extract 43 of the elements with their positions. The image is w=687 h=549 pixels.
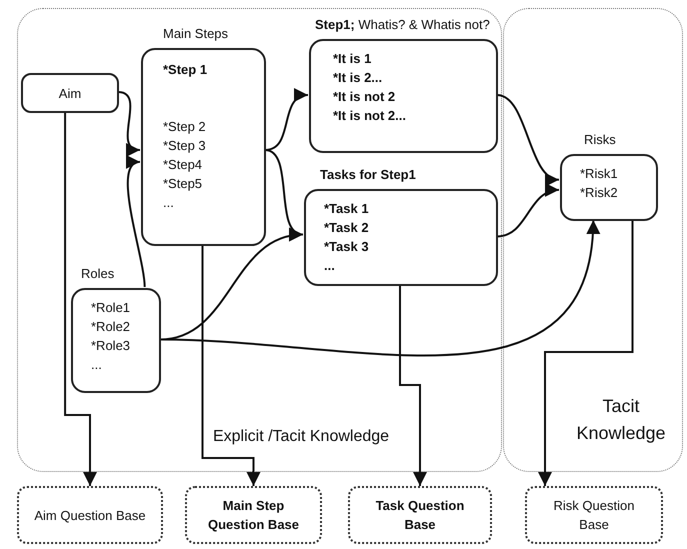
list-item: *Step 2 bbox=[163, 118, 207, 136]
list-item: *Task 3 bbox=[324, 238, 370, 256]
box-heading: Risks bbox=[584, 132, 616, 147]
list-item: ... bbox=[163, 194, 175, 212]
arrow bbox=[202, 245, 260, 486]
list-item: *Risk2 bbox=[580, 184, 619, 202]
list-item: *Step5 bbox=[163, 175, 204, 193]
question-base-box: Main Step Question Base bbox=[185, 486, 322, 544]
list-item: *Task 2 bbox=[324, 219, 370, 237]
box-heading: Step1; Whatis? & Whatis not? bbox=[315, 17, 490, 32]
area-label: Tacit Knowledge bbox=[575, 395, 667, 445]
arrow bbox=[538, 220, 634, 486]
area-label: Explicit /Tacit Knowledge bbox=[212, 427, 390, 447]
list-item: *Role2 bbox=[91, 318, 132, 336]
list-item: ... bbox=[324, 257, 336, 275]
arrow bbox=[118, 91, 140, 154]
box-heading: Roles bbox=[81, 266, 114, 281]
box-heading: Tasks for Step1 bbox=[320, 167, 416, 182]
arrow bbox=[160, 220, 599, 356]
list-item: *Step4 bbox=[163, 156, 204, 174]
list-item: *It is not 2... bbox=[333, 107, 407, 125]
list-item: *Risk1 bbox=[580, 165, 619, 183]
list-item: *It is 1 bbox=[333, 50, 372, 68]
knowledge-area bbox=[17, 8, 502, 472]
list-item: ... bbox=[91, 356, 103, 374]
box-heading: Main Steps bbox=[163, 26, 228, 41]
list-item: *Task 1 bbox=[324, 200, 370, 218]
list-item: *Role3 bbox=[91, 337, 132, 355]
arrow bbox=[496, 184, 560, 238]
arrow bbox=[496, 94, 560, 184]
question-base-box: Risk Question Base bbox=[525, 486, 663, 544]
list-item: *Step 3 bbox=[163, 137, 207, 155]
arrow bbox=[399, 285, 427, 486]
list-item: *It is not 2 bbox=[333, 88, 396, 106]
question-base-box: Task Question Base bbox=[348, 486, 492, 544]
knowledge-area bbox=[503, 8, 683, 472]
list-item: *Step 1 bbox=[163, 61, 208, 79]
list-item: *It is 2... bbox=[333, 69, 384, 87]
arrow bbox=[264, 90, 308, 151]
question-base-box: Aim Question Base bbox=[17, 486, 163, 544]
aim-box: Aim bbox=[21, 73, 119, 113]
list-item: *Role1 bbox=[91, 299, 132, 317]
arrow bbox=[64, 112, 97, 486]
